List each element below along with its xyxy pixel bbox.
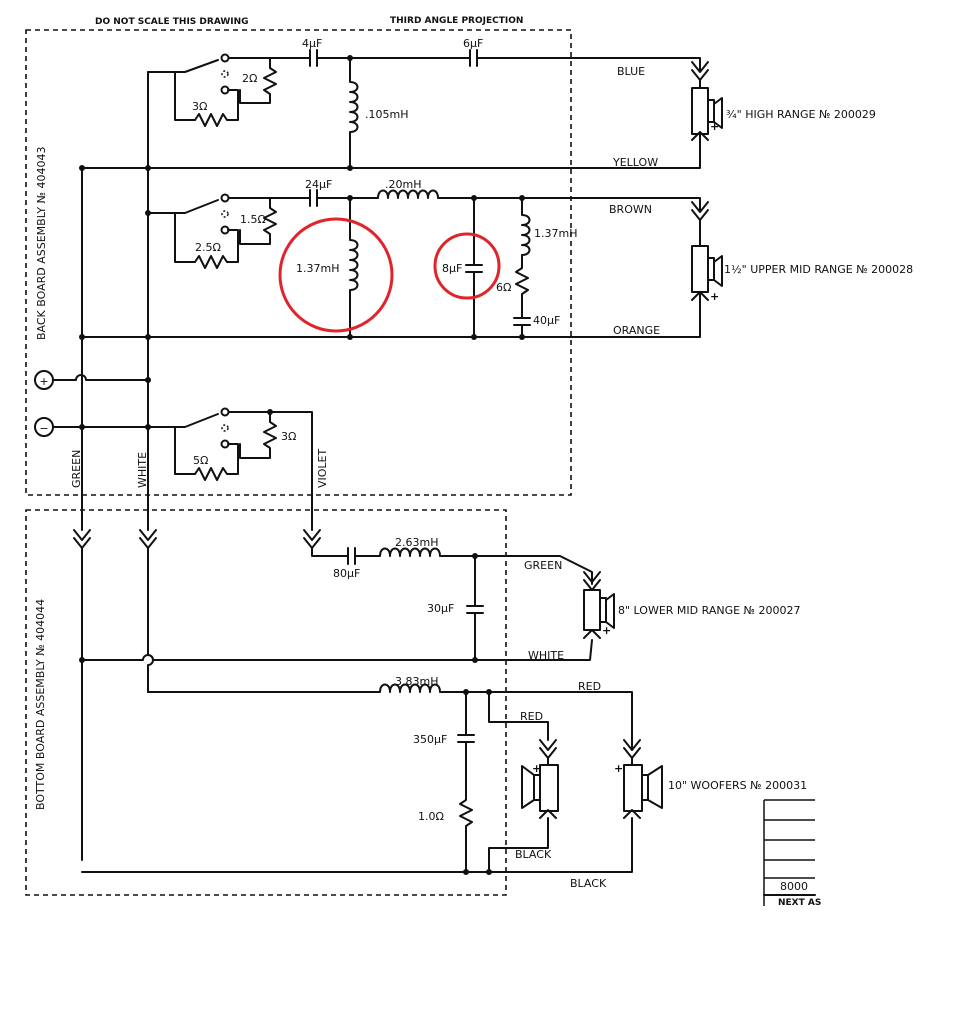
- lower-signal-path: [347, 547, 593, 585]
- woofer-speaker-right: [623, 764, 643, 812]
- violet-wire: [269, 411, 313, 531]
- wire-violet: VIOLET: [316, 448, 329, 488]
- label-3ohm-a: 3Ω: [192, 100, 207, 113]
- inductor-105mh: [349, 57, 359, 169]
- wire-blue: BLUE: [617, 65, 645, 78]
- bottom-board-label: BOTTOM BOARD ASSEMBLY № 404044: [34, 599, 47, 810]
- svg-text:+: +: [614, 762, 623, 775]
- label-4uf: 4µF: [302, 37, 322, 50]
- label-5ohm: 5Ω: [193, 454, 208, 467]
- label-high-range: ¾" HIGH RANGE № 200029: [726, 108, 876, 121]
- wire-yellow: YELLOW: [612, 156, 658, 169]
- label-40uf: 40µF: [533, 314, 560, 327]
- wire-brown: BROWN: [609, 203, 652, 216]
- minus-terminal-label: −: [39, 422, 48, 435]
- label-1-0ohm: 1.0Ω: [418, 810, 444, 823]
- label-lower-mid: 8" LOWER MID RANGE № 200027: [618, 604, 800, 617]
- label-80uf: 80µF: [333, 567, 360, 580]
- label-30uf: 30µF: [427, 602, 454, 615]
- label-20mh: .20mH: [385, 178, 421, 191]
- back-board-outline: [25, 29, 572, 496]
- switch-upper-blade: [147, 199, 219, 214]
- label-8uf: 8µF: [442, 262, 462, 275]
- wire-white-vertical: WHITE: [136, 452, 149, 488]
- wire-green: GREEN: [524, 559, 562, 572]
- white-connector: [139, 529, 157, 693]
- label-2-5ohm: 2.5Ω: [195, 241, 221, 254]
- label-6ohm: 6Ω: [496, 281, 511, 294]
- white-return-wire: [81, 639, 593, 661]
- title-block-next: NEXT AS: [778, 898, 821, 908]
- svg-text:+: +: [602, 624, 611, 637]
- title-block-number: 8000: [780, 880, 808, 893]
- label-3ohm-b: 3Ω: [281, 430, 296, 443]
- switch-lower-blade: [147, 413, 219, 428]
- highlight-8uf: [433, 232, 501, 300]
- svg-text:+: +: [710, 120, 719, 133]
- label-1-37mh-a: 1.37mH: [296, 262, 339, 275]
- plus-terminal-label: +: [39, 375, 48, 388]
- highlight-1-37mh: [278, 217, 394, 333]
- note-do-not-scale: DO NOT SCALE THIS DRAWING: [95, 17, 249, 27]
- inductor-1-37mh-a: [349, 197, 359, 338]
- wire-red-1: RED: [520, 710, 543, 723]
- svg-text:+: +: [710, 290, 719, 303]
- plus-wire: [52, 374, 149, 381]
- woofer-rc-branch: [457, 691, 475, 873]
- wire-orange: ORANGE: [613, 324, 660, 337]
- label-6uf: 6µF: [463, 37, 483, 50]
- resistor-2-5ohm: [194, 229, 239, 269]
- green-connector: [73, 529, 91, 861]
- title-block: 8000 NEXT AS: [763, 799, 821, 908]
- label-105mh: .105mH: [365, 108, 408, 121]
- woofer-speaker-left: [539, 764, 559, 812]
- capacitor-8uf: [465, 197, 483, 338]
- wire-white: WHITE: [528, 649, 564, 662]
- back-board-label: BACK BOARD ASSEMBLY № 404043: [35, 146, 48, 340]
- label-350uf: 350µF: [413, 733, 447, 746]
- resistor-3ohm-a: [194, 89, 239, 127]
- label-3-83mh: 3.83mH: [395, 675, 438, 688]
- label-2ohm: 2Ω: [242, 72, 257, 85]
- capacitor-30uf: [466, 555, 484, 661]
- resistor-3ohm-b: [228, 411, 277, 459]
- black-return-wire: [81, 817, 633, 873]
- resistor-2ohm: [228, 57, 277, 104]
- wire-black-1: BLACK: [515, 848, 552, 861]
- svg-text:+: +: [532, 762, 541, 775]
- orange-return-wire: [81, 294, 701, 338]
- label-1-37mh-b: 1.37mH: [534, 227, 577, 240]
- high-signal-path: [269, 49, 701, 71]
- label-24uf: 24µF: [305, 178, 332, 191]
- wire-red-2: RED: [578, 680, 601, 693]
- note-projection: THIRD ANGLE PROJECTION: [390, 16, 523, 26]
- resistor-1-5ohm: [228, 197, 277, 245]
- bottom-board-outline: [25, 509, 507, 896]
- label-2-63mh: 2.63mH: [395, 536, 438, 549]
- resistor-5ohm: [194, 443, 239, 481]
- wire-black-2: BLACK: [570, 877, 607, 890]
- label-upper-mid: 1½" UPPER MID RANGE № 200028: [724, 263, 913, 276]
- upper-signal-path: [269, 189, 701, 211]
- label-1-5ohm: 1.5Ω: [240, 213, 266, 226]
- yellow-return-wire: [81, 149, 701, 169]
- upper-mid-speaker: [691, 245, 709, 293]
- high-range-speaker: [691, 87, 709, 135]
- upper-rlc-branch: [513, 197, 531, 338]
- red-wire-1: [488, 691, 549, 741]
- woofer-signal-path: [147, 683, 633, 751]
- label-woofers: 10" WOOFERS № 200031: [668, 779, 807, 792]
- wire-green-vertical: GREEN: [70, 450, 83, 488]
- switch-high-blade: [147, 59, 219, 73]
- black-wire-1: [488, 817, 549, 873]
- lower-mid-speaker: [583, 589, 601, 631]
